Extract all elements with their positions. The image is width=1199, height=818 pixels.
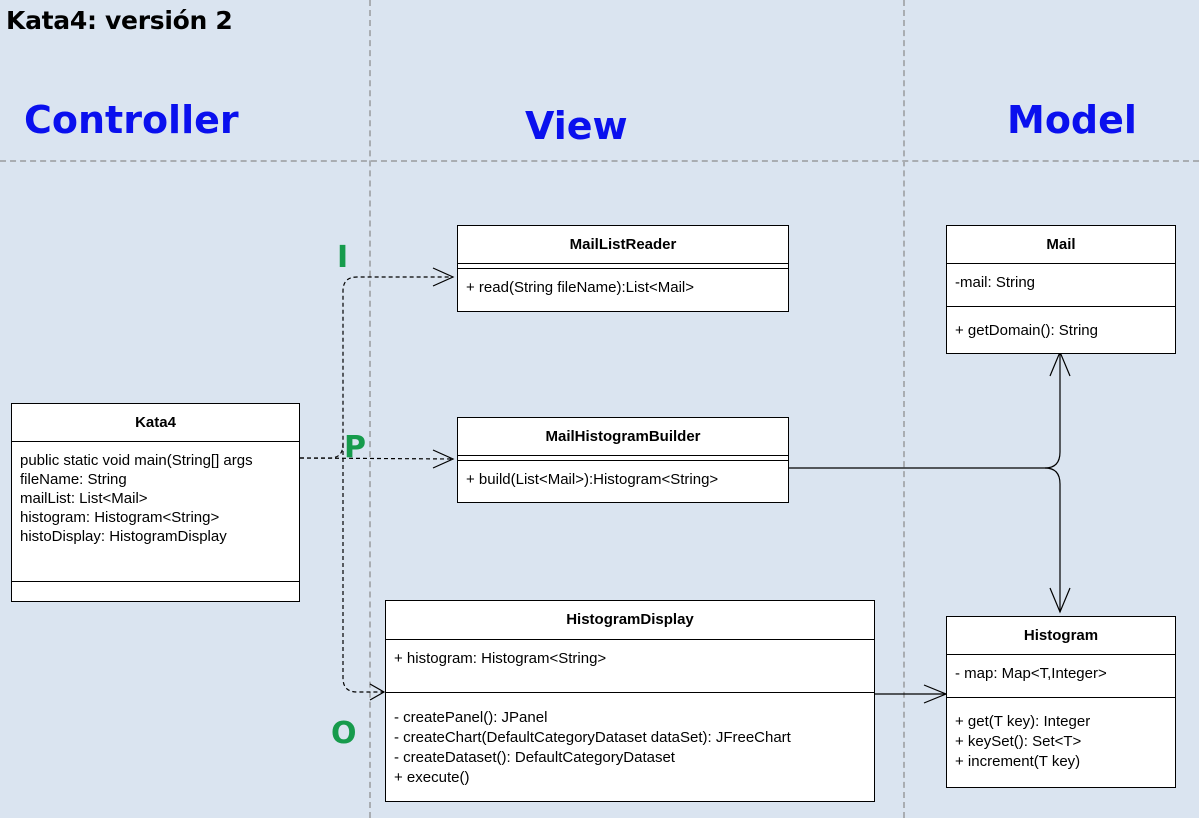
divider-header (0, 160, 1199, 162)
divider-view-model (903, 0, 905, 818)
class-name: MailHistogramBuilder (458, 418, 788, 456)
class-methods: + get(T key): Integer + keySet(): Set<T>… (947, 698, 1175, 772)
method: + execute() (394, 769, 470, 786)
class-histogram-display: HistogramDisplay + histogram: Histogram<… (385, 600, 875, 802)
class-mail-histogram-builder: MailHistogramBuilder + build(List<Mail>)… (457, 417, 789, 503)
attribute: histogram: Histogram<String> (20, 509, 220, 526)
class-methods: + read(String fileName):List<Mail> (458, 269, 788, 298)
method: + get(T key): Integer (955, 713, 1091, 730)
class-attributes: -mail: String (947, 264, 1175, 307)
class-histogram: Histogram - map: Map<T,Integer> + get(T … (946, 616, 1176, 788)
association-builder-to-mail (789, 352, 1061, 469)
attribute: + histogram: Histogram<String> (394, 650, 607, 667)
class-name: HistogramDisplay (386, 601, 874, 640)
class-attributes (458, 456, 788, 461)
dependency-kata4-to-histogram-builder (299, 457, 454, 460)
arrowhead-histogram (1049, 587, 1071, 614)
class-methods: - createPanel(): JPanel - createChart(De… (386, 693, 874, 788)
dependency-kata4-to-histogram-display (342, 444, 384, 693)
class-name: Histogram (947, 617, 1175, 655)
divider-controller-view (369, 0, 371, 818)
method: + increment(T key) (955, 753, 1081, 770)
association-builder-to-histogram (1044, 467, 1061, 612)
class-attributes: + histogram: Histogram<String> (386, 640, 874, 693)
class-name: Mail (947, 226, 1175, 264)
method: - createChart(DefaultCategoryDataset dat… (394, 729, 791, 746)
column-title-model: Model (1007, 98, 1137, 142)
arrowhead-histogram-display (369, 683, 386, 701)
letter-process: P (344, 430, 366, 465)
attribute: - map: Map<T,Integer> (955, 665, 1107, 682)
attribute: -mail: String (955, 274, 1036, 291)
attribute: mailList: List<Mail> (20, 490, 148, 507)
method: + build(List<Mail>):Histogram<String> (466, 471, 719, 488)
method: + keySet(): Set<T> (955, 733, 1082, 750)
class-methods: + build(List<Mail>):Histogram<String> (458, 461, 788, 490)
method: + read(String fileName):List<Mail> (466, 279, 695, 296)
letter-input: I (337, 240, 349, 275)
attribute: fileName: String (20, 471, 127, 488)
method: - createPanel(): JPanel (394, 709, 548, 726)
class-name: MailListReader (458, 226, 788, 264)
attribute: histoDisplay: HistogramDisplay (20, 528, 227, 545)
arrowhead-histogram-builder (432, 449, 455, 469)
method: - createDataset(): DefaultCategoryDatase… (394, 749, 675, 766)
method: + getDomain(): String (955, 322, 1098, 339)
class-mail: Mail -mail: String + getDomain(): String (946, 225, 1176, 354)
class-name: Kata4 (12, 404, 299, 442)
dependency-kata4-to-mail-list-reader (300, 276, 453, 459)
class-methods: + getDomain(): String (947, 307, 1175, 341)
arrowhead-mail-list-reader (432, 267, 455, 287)
class-attributes: public static void main(String[] args fi… (12, 442, 299, 582)
class-attributes (458, 264, 788, 269)
class-kata4: Kata4 public static void main(String[] a… (11, 403, 300, 602)
column-title-controller: Controller (24, 98, 239, 142)
attribute: public static void main(String[] args (20, 452, 253, 469)
class-mail-list-reader: MailListReader + read(String fileName):L… (457, 225, 789, 312)
letter-output: O (331, 716, 357, 751)
page-title: Kata4: versión 2 (6, 6, 233, 35)
class-attributes: - map: Map<T,Integer> (947, 655, 1175, 698)
column-title-view: View (525, 104, 628, 148)
